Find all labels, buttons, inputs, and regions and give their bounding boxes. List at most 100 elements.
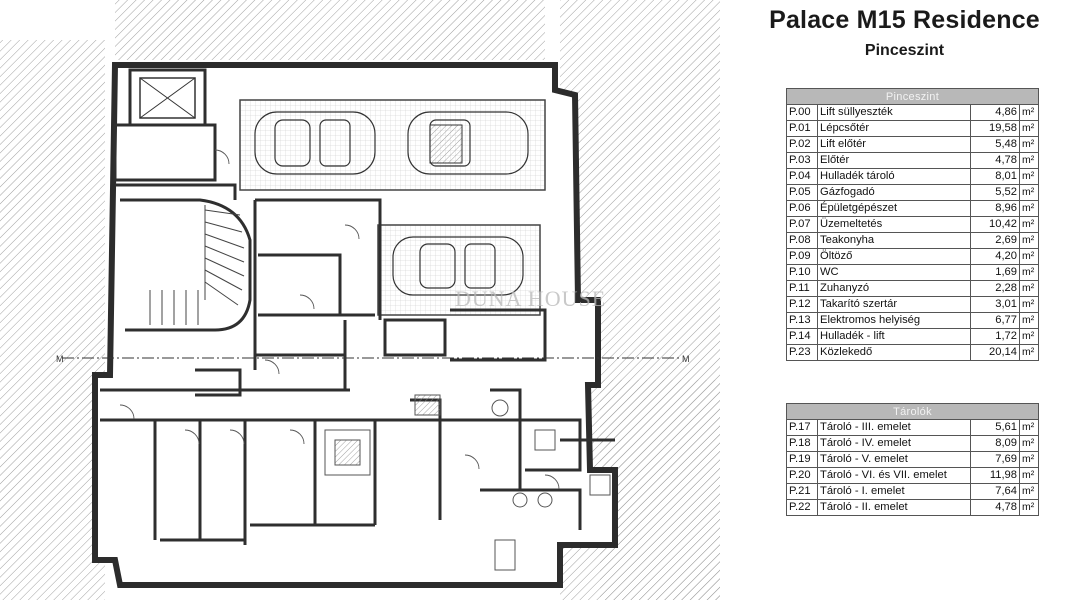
room-code: P.22	[786, 499, 818, 516]
room-area: 1,72	[970, 328, 1020, 345]
section-marker-left: M	[56, 354, 64, 364]
room-code: P.11	[786, 280, 818, 297]
room-code: P.13	[786, 312, 818, 329]
room-name: Üzemeltetés	[817, 216, 971, 233]
area-unit: m²	[1019, 419, 1039, 436]
room-name: Tároló - V. emelet	[817, 451, 971, 468]
room-code: P.23	[786, 344, 818, 361]
car-icon	[254, 111, 529, 296]
area-unit: m²	[1019, 451, 1039, 468]
room-name: Épületgépészet	[817, 200, 971, 217]
room-area: 8,96	[970, 200, 1020, 217]
fixtures	[324, 394, 611, 571]
room-area: 7,69	[970, 451, 1020, 468]
room-name: Elektromos helyiség	[817, 312, 971, 329]
room-name: Teakonyha	[817, 232, 971, 249]
room-area: 8,09	[970, 435, 1020, 452]
area-unit: m²	[1019, 296, 1039, 313]
room-area: 8,01	[970, 168, 1020, 185]
section-marker-right: M	[682, 354, 690, 364]
area-unit: m²	[1019, 184, 1039, 201]
area-unit: m²	[1019, 104, 1039, 121]
room-code: P.05	[786, 184, 818, 201]
room-area: 5,52	[970, 184, 1020, 201]
room-area: 7,64	[970, 483, 1020, 500]
area-unit: m²	[1019, 200, 1039, 217]
area-unit: m²	[1019, 344, 1039, 361]
room-code: P.20	[786, 467, 818, 484]
room-name: Lift előtér	[817, 136, 971, 153]
room-name: Tároló - III. emelet	[817, 419, 971, 436]
room-name: Zuhanyzó	[817, 280, 971, 297]
room-area: 4,86	[970, 104, 1020, 121]
room-code: P.04	[786, 168, 818, 185]
area-unit: m²	[1019, 435, 1039, 452]
floor-plan: M M DUNA HOUSE	[0, 0, 720, 600]
room-code: P.19	[786, 451, 818, 468]
lift-shaft	[139, 77, 196, 119]
room-name: Takarító szertár	[817, 296, 971, 313]
area-unit: m²	[1019, 483, 1039, 500]
outer-wall	[92, 62, 618, 588]
room-name: Előtér	[817, 152, 971, 169]
room-code: P.10	[786, 264, 818, 281]
area-unit: m²	[1019, 120, 1039, 137]
watermark: DUNA HOUSE	[455, 286, 606, 311]
table-header: Pinceszint	[786, 88, 1039, 105]
room-code: P.07	[786, 216, 818, 233]
room-code: P.08	[786, 232, 818, 249]
area-unit: m²	[1019, 264, 1039, 281]
room-area: 6,77	[970, 312, 1020, 329]
page-title: Palace M15 Residence	[769, 6, 1040, 34]
room-name: Hulladék tároló	[817, 168, 971, 185]
table-header: Tárolók	[786, 403, 1039, 420]
room-name: Lépcsőtér	[817, 120, 971, 137]
room-code: P.09	[786, 248, 818, 265]
room-area: 4,20	[970, 248, 1020, 265]
room-area: 2,69	[970, 232, 1020, 249]
room-name: WC	[817, 264, 971, 281]
room-code: P.14	[786, 328, 818, 345]
room-name: Tároló - IV. emelet	[817, 435, 971, 452]
room-code: P.17	[786, 419, 818, 436]
neighbour-ground-left	[0, 40, 105, 600]
room-area: 19,58	[970, 120, 1020, 137]
area-unit: m²	[1019, 467, 1039, 484]
room-area: 5,61	[970, 419, 1020, 436]
staircase	[149, 205, 245, 325]
room-area: 20,14	[970, 344, 1020, 361]
area-unit: m²	[1019, 248, 1039, 265]
area-unit: m²	[1019, 280, 1039, 297]
room-area: 2,28	[970, 280, 1020, 297]
room-name: Gázfogadó	[817, 184, 971, 201]
room-code: P.00	[786, 104, 818, 121]
room-code: P.03	[786, 152, 818, 169]
room-code: P.21	[786, 483, 818, 500]
room-area: 10,42	[970, 216, 1020, 233]
area-unit: m²	[1019, 168, 1039, 185]
room-code: P.01	[786, 120, 818, 137]
room-name: Lift süllyeszték	[817, 104, 971, 121]
area-unit: m²	[1019, 136, 1039, 153]
area-unit: m²	[1019, 499, 1039, 516]
room-area: 3,01	[970, 296, 1020, 313]
room-code: P.02	[786, 136, 818, 153]
area-unit: m²	[1019, 312, 1039, 329]
area-unit: m²	[1019, 152, 1039, 169]
